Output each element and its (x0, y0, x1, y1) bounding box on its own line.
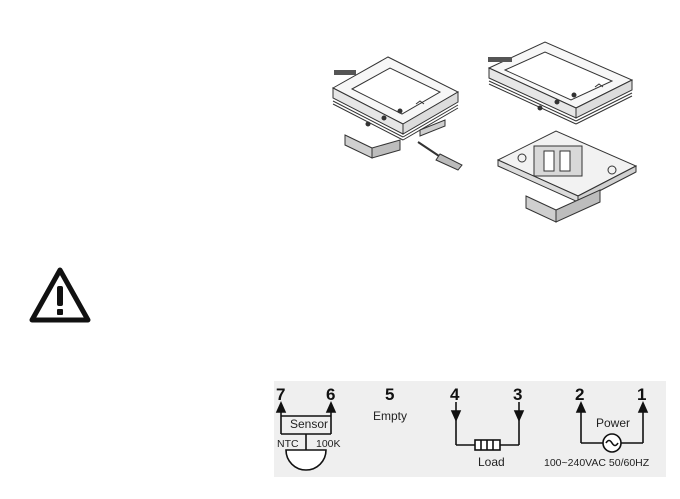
terminal-6-number: 6 (326, 385, 335, 404)
100k-label: 100K (316, 438, 341, 450)
power-label: Power (596, 416, 630, 430)
terminal-5-number: 5 (385, 385, 394, 404)
terminal-3-number: 3 (513, 385, 522, 404)
load-label: Load (478, 455, 505, 469)
terminal-7-number: 7 (276, 385, 285, 404)
empty-label: Empty (373, 409, 407, 423)
ntc-label: NTC (277, 438, 299, 450)
terminal-2-number: 2 (575, 385, 584, 404)
terminal-4-number: 4 (450, 385, 460, 404)
terminal-1-number: 1 (637, 385, 646, 404)
voltage-label: 100~240VAC 50/60HZ (544, 457, 650, 469)
sensor-label: Sensor (290, 417, 328, 431)
